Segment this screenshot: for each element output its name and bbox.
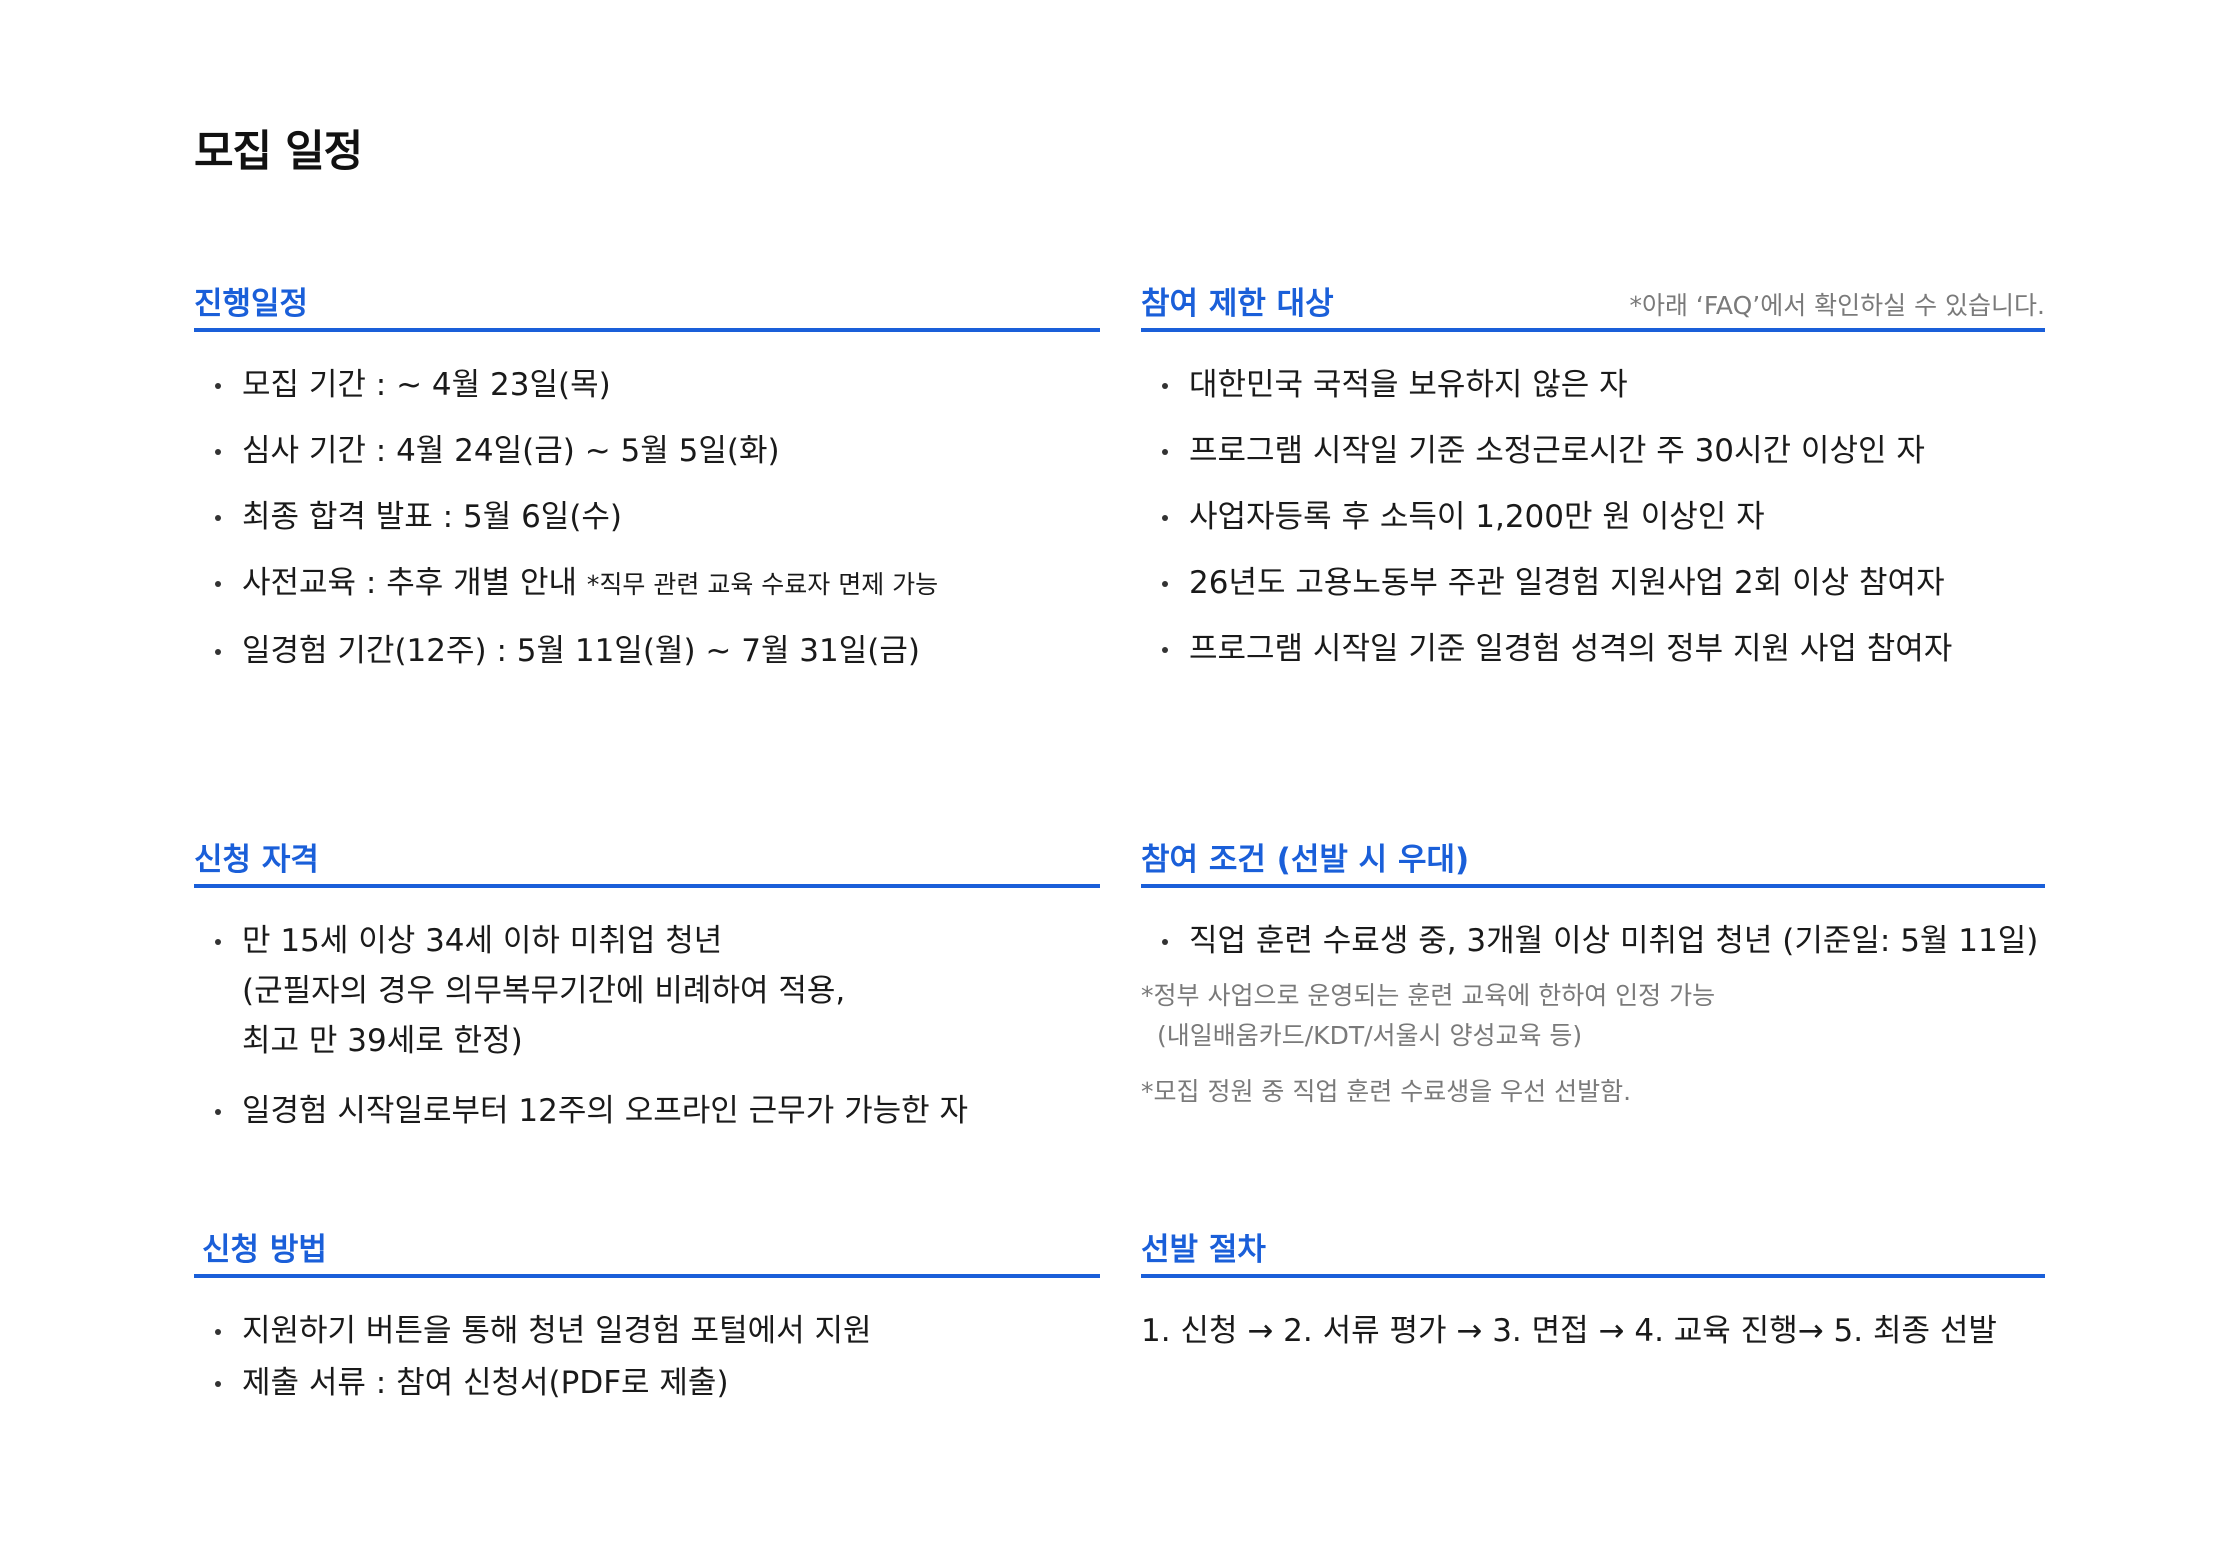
list-item-text: 프로그램 시작일 기준 소정근로시간 주 30시간 이상인 자 bbox=[1189, 433, 1925, 469]
list-item: 직업 훈련 수료생 중, 3개월 이상 미취업 청년 (기준일: 5월 11일) bbox=[1141, 916, 2045, 966]
list-item-text: 직업 훈련 수료생 중, 3개월 이상 미취업 청년 (기준일: 5월 11일) bbox=[1189, 923, 2039, 959]
schedule-list: 모집 기간 : ~ 4월 23일(목) 심사 기간 : 4월 24일(금) ~ … bbox=[194, 360, 1100, 676]
schedule-title: 진행일정 bbox=[194, 286, 309, 322]
list-item-text: 심사 기간 : 4월 24일(금) ~ 5월 5일(화) bbox=[242, 433, 780, 469]
list-item-text: 사업자등록 후 소득이 1,200만 원 이상인 자 bbox=[1189, 499, 1765, 535]
list-item: 사업자등록 후 소득이 1,200만 원 이상인 자 bbox=[1141, 492, 2045, 542]
list-item-text: 모집 기간 : ~ 4월 23일(목) bbox=[242, 367, 611, 403]
eligibility-header: 신청 자격 bbox=[194, 838, 1100, 888]
schedule-header: 진행일정 bbox=[194, 282, 1100, 332]
conditions-header: 참여 조건 (선발 시 우대) bbox=[1141, 838, 2045, 888]
list-item-text: 최고 만 39세로 한정) bbox=[242, 1023, 523, 1059]
list-item: 프로그램 시작일 기준 소정근로시간 주 30시간 이상인 자 bbox=[1141, 426, 2045, 476]
list-item: 일경험 시작일로부터 12주의 오프라인 근무가 가능한 자 bbox=[194, 1086, 1100, 1136]
list-item: 모집 기간 : ~ 4월 23일(목) bbox=[194, 360, 1100, 410]
method-header: 신청 방법 bbox=[194, 1228, 1100, 1278]
eligibility-title: 신청 자격 bbox=[194, 842, 319, 878]
selection-title: 선발 절차 bbox=[1141, 1232, 1266, 1268]
restrictions-header: 참여 제한 대상 *아래 ‘FAQ’에서 확인하실 수 있습니다. bbox=[1141, 282, 2045, 332]
list-item: 대한민국 국적을 보유하지 않은 자 bbox=[1141, 360, 2045, 410]
list-item: 일경험 기간(12주) : 5월 11일(월) ~ 7월 31일(금) bbox=[194, 626, 1100, 676]
conditions-title: 참여 조건 (선발 시 우대) bbox=[1141, 842, 1470, 878]
list-item-text: 26년도 고용노동부 주관 일경험 지원사업 2회 이상 참여자 bbox=[1189, 565, 1945, 601]
list-item-text: 제출 서류 : 참여 신청서(PDF로 제출) bbox=[242, 1365, 729, 1401]
restrictions-title: 참여 제한 대상 bbox=[1141, 286, 1334, 322]
faq-note: *아래 ‘FAQ’에서 확인하실 수 있습니다. bbox=[1629, 291, 2045, 320]
training-note: *정부 사업으로 운영되는 훈련 교육에 한하여 인정 가능 bbox=[1141, 981, 1716, 1010]
list-item-text: 만 15세 이상 34세 이하 미취업 청년 bbox=[242, 923, 723, 959]
list-item: 만 15세 이상 34세 이하 미취업 청년 (군필자의 경우 의무복무기간에 … bbox=[194, 916, 1100, 1066]
method-section: 신청 방법 지원하기 버튼을 통해 청년 일경험 포털에서 지원 제출 서류 :… bbox=[194, 1228, 1100, 1408]
list-item-text: (군필자의 경우 의무복무기간에 비례하여 적용, bbox=[242, 973, 846, 1009]
list-item-text: 일경험 시작일로부터 12주의 오프라인 근무가 가능한 자 bbox=[242, 1093, 969, 1129]
eligibility-list: 만 15세 이상 34세 이하 미취업 청년 (군필자의 경우 의무복무기간에 … bbox=[194, 916, 1100, 1136]
list-item: 제출 서류 : 참여 신청서(PDF로 제출) bbox=[194, 1358, 1100, 1408]
list-item-text: 대한민국 국적을 보유하지 않은 자 bbox=[1189, 367, 1628, 403]
list-item-text: 지원하기 버튼을 통해 청년 일경험 포털에서 지원 bbox=[242, 1313, 872, 1349]
list-item: 지원하기 버튼을 통해 청년 일경험 포털에서 지원 bbox=[194, 1306, 1100, 1356]
list-item-text: 최종 합격 발표 : 5월 6일(수) bbox=[242, 499, 623, 535]
list-item-text: 프로그램 시작일 기준 일경험 성격의 정부 지원 사업 참여자 bbox=[1189, 631, 1953, 667]
list-item: 최종 합격 발표 : 5월 6일(수) bbox=[194, 492, 1100, 542]
page-title: 모집 일정 bbox=[194, 127, 363, 177]
method-title: 신청 방법 bbox=[202, 1232, 327, 1268]
selection-steps: 1. 신청 → 2. 서류 평가 → 3. 면접 → 4. 교육 진행→ 5. … bbox=[1141, 1313, 1997, 1349]
conditions-section: 참여 조건 (선발 시 우대) 직업 훈련 수료생 중, 3개월 이상 미취업 … bbox=[1141, 838, 2045, 1112]
list-item: 26년도 고용노동부 주관 일경험 지원사업 2회 이상 참여자 bbox=[1141, 558, 2045, 608]
list-item: 사전교육 : 추후 개별 안내 *직무 관련 교육 수료자 면제 가능 bbox=[194, 558, 1100, 610]
exemption-note: *직무 관련 교육 수료자 면제 가능 bbox=[586, 570, 939, 599]
conditions-list: 직업 훈련 수료생 중, 3개월 이상 미취업 청년 (기준일: 5월 11일) bbox=[1141, 916, 2045, 966]
schedule-section: 진행일정 모집 기간 : ~ 4월 23일(목) 심사 기간 : 4월 24일(… bbox=[194, 282, 1100, 676]
restrictions-section: 참여 제한 대상 *아래 ‘FAQ’에서 확인하실 수 있습니다. 대한민국 국… bbox=[1141, 282, 2045, 674]
training-note-examples: (내일배움카드/KDT/서울시 양성교육 등) bbox=[1157, 1021, 1583, 1050]
list-item: 프로그램 시작일 기준 일경험 성격의 정부 지원 사업 참여자 bbox=[1141, 624, 2045, 674]
selection-header: 선발 절차 bbox=[1141, 1228, 2045, 1278]
selection-section: 선발 절차 1. 신청 → 2. 서류 평가 → 3. 면접 → 4. 교육 진… bbox=[1141, 1228, 2045, 1356]
restrictions-list: 대한민국 국적을 보유하지 않은 자 프로그램 시작일 기준 소정근로시간 주 … bbox=[1141, 360, 2045, 674]
conditions-notes: *정부 사업으로 운영되는 훈련 교육에 한하여 인정 가능 (내일배움카드/K… bbox=[1141, 976, 2045, 1112]
priority-note: *모집 정원 중 직업 훈련 수료생을 우선 선발함. bbox=[1141, 1077, 1632, 1106]
list-item-text: 일경험 기간(12주) : 5월 11일(월) ~ 7월 31일(금) bbox=[242, 633, 920, 669]
list-item-text: 사전교육 : 추후 개별 안내 bbox=[242, 565, 578, 601]
eligibility-section: 신청 자격 만 15세 이상 34세 이하 미취업 청년 (군필자의 경우 의무… bbox=[194, 838, 1100, 1136]
method-list: 지원하기 버튼을 통해 청년 일경험 포털에서 지원 제출 서류 : 참여 신청… bbox=[194, 1306, 1100, 1408]
list-item: 심사 기간 : 4월 24일(금) ~ 5월 5일(화) bbox=[194, 426, 1100, 476]
